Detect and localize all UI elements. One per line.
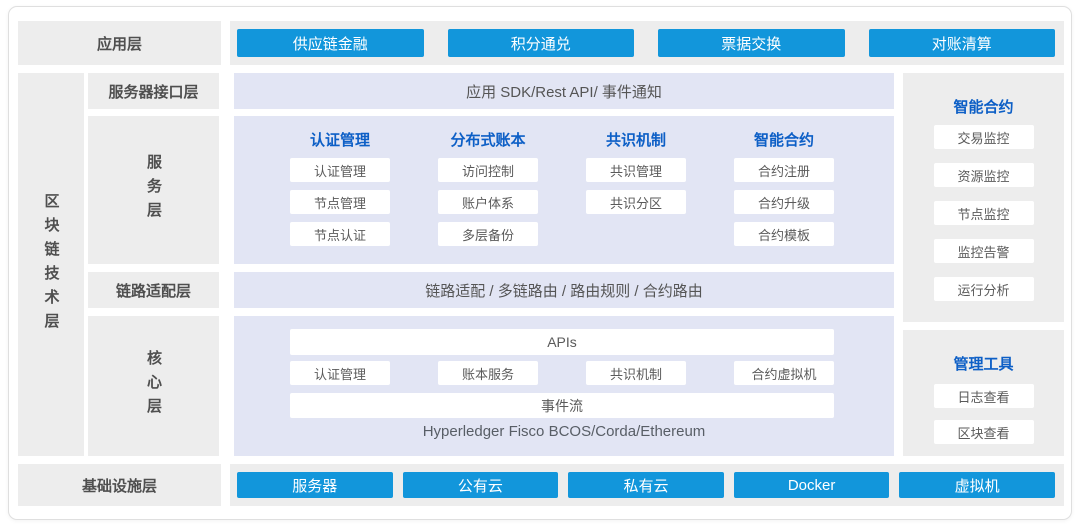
service-item: 合约注册 xyxy=(734,158,834,182)
panel-item: 交易监控 xyxy=(933,125,1034,149)
platforms-text: Hyperledger Fisco BCOS/Corda/Ethereum xyxy=(422,423,706,440)
app-layer-label: 应用层 xyxy=(18,21,221,65)
service-item: 合约升级 xyxy=(734,190,834,214)
service-layer-text: 服务层 xyxy=(145,154,162,226)
monitoring-panel: 智能合约 交易监控 资源监控 节点监控 监控告警 运行分析 xyxy=(903,73,1064,322)
app-button-points-exchange: 积分通兑 xyxy=(447,29,634,57)
service-item: 共识管理 xyxy=(586,158,686,182)
service-item: 节点管理 xyxy=(290,190,390,214)
core-modules: 认证管理 账本服务 共识机制 合约虚拟机 xyxy=(290,361,834,385)
panel-item: 节点监控 xyxy=(933,201,1034,225)
app-button-reconciliation: 对账清算 xyxy=(868,29,1055,57)
panel-item: 区块查看 xyxy=(933,420,1034,444)
service-item: 合约模板 xyxy=(734,222,834,246)
management-tools-header: 管理工具 xyxy=(953,355,1014,373)
core-module: 共识机制 xyxy=(586,361,686,385)
infra-button-server: 服务器 xyxy=(237,472,393,498)
service-item: 账户体系 xyxy=(438,190,538,214)
management-tools-items: 日志查看 区块查看 xyxy=(903,384,1064,444)
service-column-header: 共识机制 xyxy=(605,131,666,149)
infra-button-vm: 虚拟机 xyxy=(899,472,1055,498)
core-layer-panel: APIs 认证管理 账本服务 共识机制 合约虚拟机 事件流 Hyperledge… xyxy=(234,316,894,456)
architecture-diagram-card: 应用层 供应链金融 积分通兑 票据交换 对账清算 区块链技术层 服务器接口层 服… xyxy=(8,6,1072,520)
panel-item: 日志查看 xyxy=(933,384,1034,408)
service-item: 认证管理 xyxy=(290,158,390,182)
apis-bar: APIs xyxy=(290,329,834,355)
service-column-consensus: 共识机制 共识管理 共识分区 xyxy=(586,129,686,254)
sdk-api-band: 应用 SDK/Rest API/ 事件通知 xyxy=(234,73,894,109)
service-columns: 认证管理 认证管理 节点管理 节点认证 分布式账本 访问控制 账户体系 多层备份… xyxy=(290,129,834,254)
core-layer-text: 核心层 xyxy=(145,350,162,422)
service-column-header: 分布式账本 xyxy=(450,131,526,149)
core-module: 认证管理 xyxy=(290,361,390,385)
panel-item: 监控告警 xyxy=(933,239,1034,263)
panel-item: 资源监控 xyxy=(933,163,1034,187)
blockchain-tech-layer-label: 区块链技术层 xyxy=(18,73,84,456)
service-layer-panel: 认证管理 认证管理 节点管理 节点认证 分布式账本 访问控制 账户体系 多层备份… xyxy=(234,116,894,264)
core-module: 账本服务 xyxy=(438,361,538,385)
monitoring-panel-items: 交易监控 资源监控 节点监控 监控告警 运行分析 xyxy=(903,125,1064,301)
service-column-ledger: 分布式账本 访问控制 账户体系 多层备份 xyxy=(438,129,538,254)
service-item: 访问控制 xyxy=(438,158,538,182)
service-item: 共识分区 xyxy=(586,190,686,214)
app-button-bill-exchange: 票据交换 xyxy=(658,29,845,57)
monitoring-panel-header: 智能合约 xyxy=(953,98,1014,116)
core-module: 合约虚拟机 xyxy=(734,361,834,385)
management-tools-panel: 管理工具 日志查看 区块查看 xyxy=(903,330,1064,456)
link-adapt-band: 链路适配 / 多链路由 / 路由规则 / 合约路由 xyxy=(234,272,894,308)
blockchain-tech-layer-text: 区块链技术层 xyxy=(42,192,60,337)
service-layer-label: 服务层 xyxy=(88,116,219,264)
core-layer-label: 核心层 xyxy=(88,316,219,456)
infra-layer-band: 服务器 公有云 私有云 Docker 虚拟机 xyxy=(230,464,1064,506)
service-column-contract: 智能合约 合约注册 合约升级 合约模板 xyxy=(734,129,834,254)
service-item: 多层备份 xyxy=(438,222,538,246)
infra-button-public-cloud: 公有云 xyxy=(402,472,559,498)
service-column-header: 认证管理 xyxy=(309,131,370,149)
infra-button-private-cloud: 私有云 xyxy=(568,472,724,498)
infra-button-docker: Docker xyxy=(733,472,890,498)
link-adapt-layer-label: 链路适配层 xyxy=(88,272,219,308)
app-button-supply-chain-finance: 供应链金融 xyxy=(237,29,424,57)
event-stream-bar: 事件流 xyxy=(290,393,834,418)
panel-item: 运行分析 xyxy=(933,277,1034,301)
infra-layer-label: 基础设施层 xyxy=(18,464,221,506)
service-column-header: 智能合约 xyxy=(753,131,814,149)
service-item: 节点认证 xyxy=(290,222,390,246)
service-column-auth: 认证管理 认证管理 节点管理 节点认证 xyxy=(290,129,390,254)
interface-layer-label: 服务器接口层 xyxy=(88,73,219,109)
app-layer-band: 供应链金融 积分通兑 票据交换 对账清算 xyxy=(230,21,1064,65)
